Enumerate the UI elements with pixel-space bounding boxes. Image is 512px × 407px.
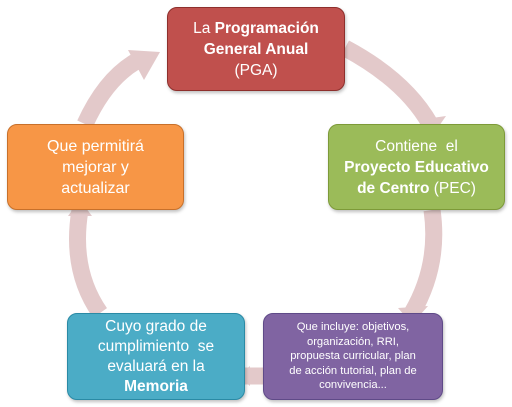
node-contenidos: Que incluye: objetivos, organización, RR… <box>263 313 443 400</box>
node-evaluacion: Cuyo grado de cumplimiento se evaluará e… <box>67 313 245 400</box>
node-mejora: Que permitirá mejorar y actualizar <box>7 124 184 210</box>
pga-bold-text-2: General Anual <box>203 40 309 58</box>
arrow-mejorar-to-pga <box>77 54 140 128</box>
evaluacion-line-2: cumplimiento se <box>97 337 215 355</box>
evaluacion-line-4: Memoria <box>124 377 188 397</box>
mejora-line-3: actualizar <box>61 179 130 197</box>
contenidos-line-5: convivencia... <box>319 379 387 392</box>
node-pec: Contiene el Proyecto Educativo de Centro… <box>328 124 505 210</box>
mejora-line-2: mejorar y <box>62 158 129 176</box>
evaluacion-line-1: Cuyo grado de <box>105 317 207 335</box>
arrow-pga-to-pec <box>340 40 438 129</box>
contenidos-line-1: Que incluye: objetivos, <box>296 321 410 334</box>
pec-line-1: Contiene el <box>375 137 458 155</box>
pga-line-2: General Anual <box>204 39 309 60</box>
contenidos-line-2: organización, RRI, <box>306 335 400 348</box>
arrowhead-pga <box>128 50 160 80</box>
pga-bold-text-1: Programación <box>214 19 319 37</box>
pga-line-3: (PGA) <box>234 61 278 79</box>
pec-bold-text-2: de Centro <box>357 179 430 197</box>
contenidos-line-4: de acción tutorial, plan de <box>289 364 417 377</box>
pec-bold-text-1: Proyecto Educativo <box>344 158 489 176</box>
evaluacion-bold-text: Memoria <box>124 377 188 395</box>
arrow-pec-to-memoria <box>404 208 443 318</box>
pga-line-1: La Programación <box>193 18 319 39</box>
pec-suffix-text: (PEC) <box>429 179 476 197</box>
pec-line-3: de Centro (PEC) <box>357 178 476 199</box>
node-pga: La Programación General Anual (PGA) <box>167 7 345 91</box>
pga-prefix-text: La <box>193 19 215 37</box>
contenidos-line-3: propuesta curricular, plan <box>290 350 416 363</box>
mejora-line-1: Que permitirá <box>47 137 144 155</box>
arrow-evalua-to-mejorar <box>69 208 108 318</box>
evaluacion-line-3: evaluará en la <box>107 357 205 375</box>
pec-line-2: Proyecto Educativo <box>344 157 489 178</box>
